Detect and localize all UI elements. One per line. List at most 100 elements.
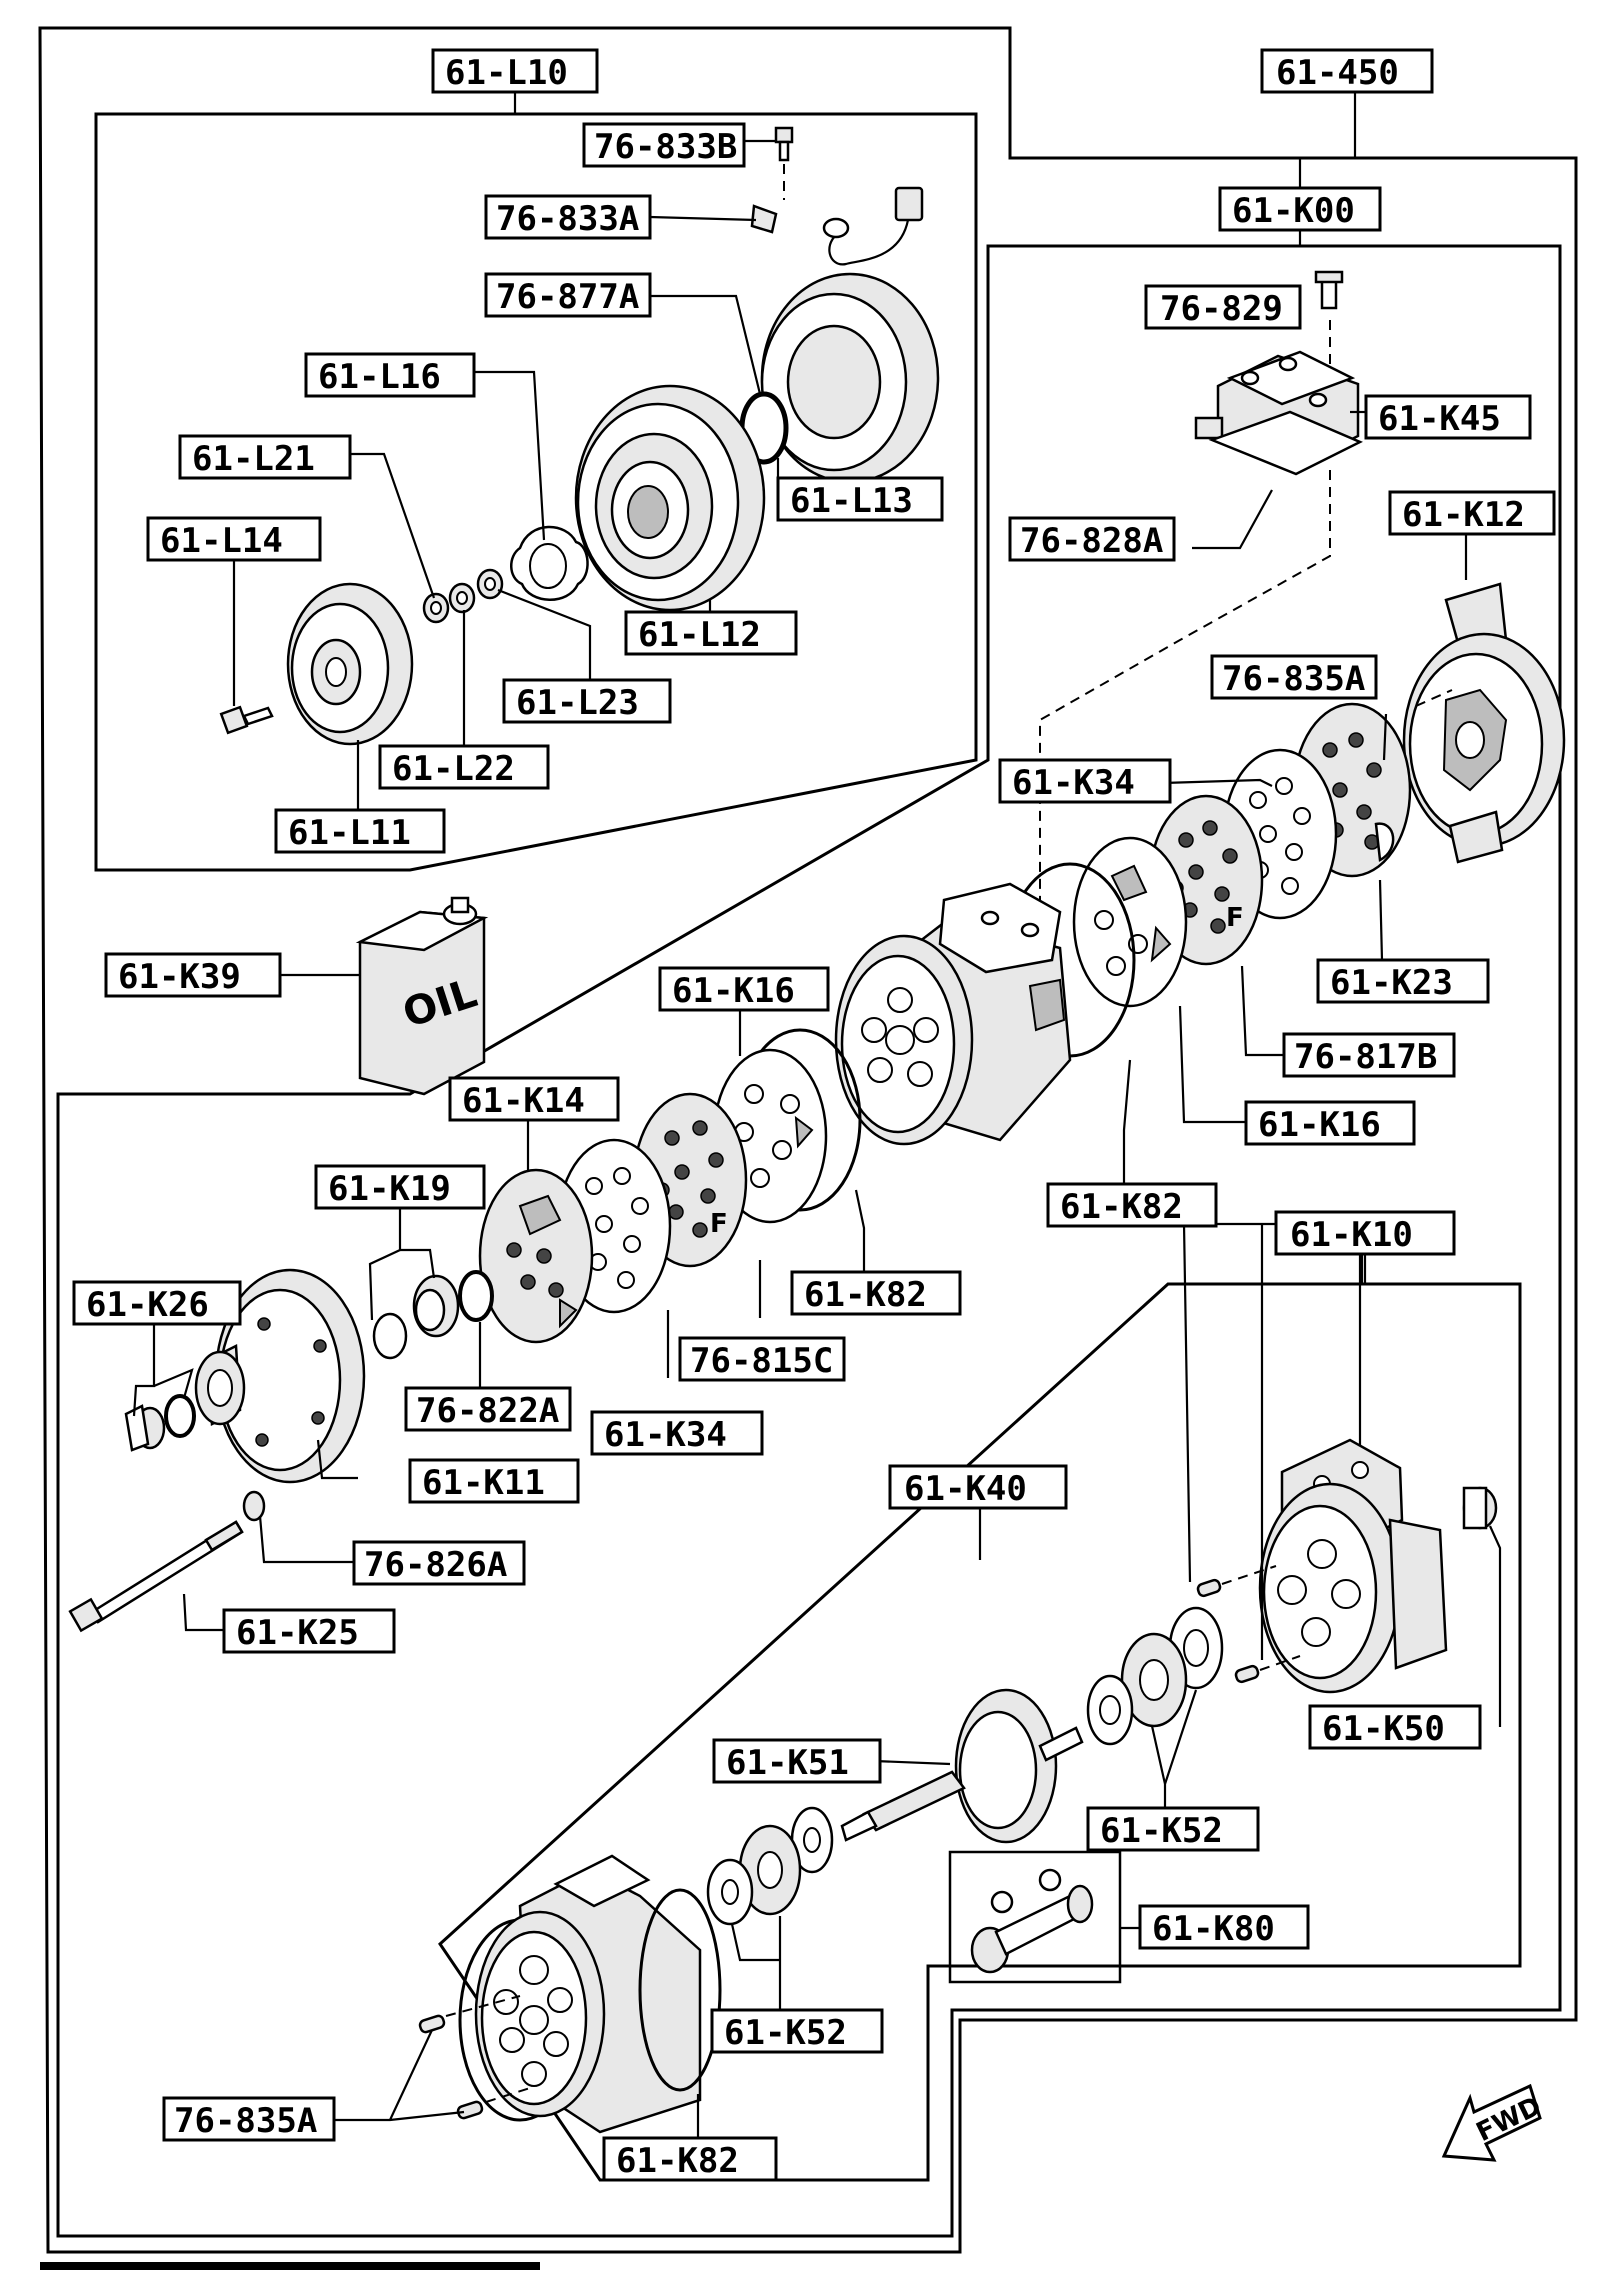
- seal-kit-61-k19: [372, 1274, 460, 1360]
- clutch-parts: [219, 126, 940, 746]
- label-61-L10: 61-L10: [431, 48, 599, 94]
- svg-text:61-K51: 61-K51: [726, 1743, 849, 1783]
- svg-text:61-K00: 61-K00: [1232, 191, 1355, 231]
- svg-text:61-K12: 61-K12: [1402, 495, 1525, 535]
- svg-text:61-K26: 61-K26: [86, 1285, 209, 1325]
- label-61-K39: 61-K39: [104, 952, 282, 998]
- frame-61-L10: [94, 112, 978, 872]
- label-61-K11: 61-K11: [408, 1458, 580, 1504]
- dowel-pins-upper: [1196, 1578, 1260, 1684]
- coil-connector: [894, 186, 924, 222]
- svg-text:76-877A: 76-877A: [496, 277, 639, 317]
- label-61-K14: 61-K14: [448, 1076, 620, 1122]
- bottom-rule: [40, 2262, 540, 2270]
- label-76-815C: 76-815C: [678, 1336, 846, 1382]
- bolt-76-833b: [774, 126, 794, 162]
- label-61-L12: 61-L12: [624, 610, 798, 656]
- label-61-K26: 61-K26: [72, 1280, 242, 1326]
- svg-text:61-K10: 61-K10: [1290, 1215, 1413, 1255]
- pulley-61-l12: [574, 384, 766, 612]
- cylinder-block-upper: [834, 882, 1072, 1146]
- label-61-K25: 61-K25: [222, 1608, 396, 1654]
- label-61-L13: 61-L13: [776, 476, 944, 522]
- svg-text:61-K82: 61-K82: [616, 2141, 739, 2181]
- label-61-K82-bot: 61-K82: [602, 2136, 778, 2182]
- seal-76-822a: [458, 1270, 494, 1322]
- label-61-450: 61-450: [1260, 48, 1434, 94]
- svg-text:61-K25: 61-K25: [236, 1613, 359, 1653]
- svg-text:61-L13: 61-L13: [790, 481, 913, 521]
- field-coil-61-l13: [760, 272, 940, 484]
- label-61-K00: 61-K00: [1218, 186, 1382, 232]
- svg-text:61-L23: 61-L23: [516, 683, 639, 723]
- label-61-K82-left: 61-K82: [790, 1270, 962, 1316]
- label-61-K82-mid: 61-K82: [1046, 1182, 1218, 1228]
- svg-text:61-K45: 61-K45: [1378, 399, 1501, 439]
- svg-text:61-K14: 61-K14: [462, 1081, 585, 1121]
- front-cylinder-lower: [458, 1854, 722, 2134]
- label-76-828A: 76-828A: [1008, 516, 1176, 562]
- label-61-L22: 61-L22: [378, 744, 550, 790]
- svg-text:61-K34: 61-K34: [604, 1415, 727, 1455]
- svg-text:76-817B: 76-817B: [1294, 1037, 1437, 1077]
- coil-harness: [828, 219, 910, 266]
- label-61-K10: 61-K10: [1274, 1210, 1456, 1256]
- svg-text:61-K16: 61-K16: [672, 971, 795, 1011]
- svg-text:61-K52: 61-K52: [724, 2013, 847, 2053]
- label-61-L23: 61-L23: [502, 678, 672, 724]
- label-61-K16-mid: 61-K16: [658, 966, 830, 1012]
- armature-61-l11: [286, 582, 414, 746]
- svg-text:76-833A: 76-833A: [496, 199, 639, 239]
- label-61-K45: 61-K45: [1364, 394, 1532, 440]
- bearing-61-k52-right: [1086, 1606, 1224, 1746]
- label-61-K19: 61-K19: [314, 1164, 486, 1210]
- svg-text:76-828A: 76-828A: [1020, 521, 1163, 561]
- label-61-L11: 61-L11: [274, 808, 446, 854]
- svg-text:76-835A: 76-835A: [1222, 659, 1365, 699]
- washer-76-826a: [242, 1490, 266, 1522]
- svg-text:61-K40: 61-K40: [904, 1469, 1027, 1509]
- svg-text:61-K52: 61-K52: [1100, 1811, 1223, 1851]
- label-61-K51: 61-K51: [712, 1738, 882, 1784]
- valve-plates-upper: F: [1004, 702, 1412, 1058]
- label-76-822A: 76-822A: [404, 1386, 572, 1432]
- fitting-61-k50: [1462, 1486, 1498, 1530]
- svg-text:61-L16: 61-L16: [318, 357, 441, 397]
- label-76-829: 76-829: [1144, 284, 1302, 330]
- svg-text:61-K23: 61-K23: [1330, 963, 1453, 1003]
- label-76-833A: 76-833A: [484, 194, 652, 240]
- label-61-L16: 61-L16: [304, 352, 476, 398]
- valve-plates-lower: F: [372, 1028, 862, 1360]
- valve-kit-61-k80: [948, 1850, 1122, 1984]
- ring-61-k26: [124, 1394, 196, 1452]
- svg-text:61-K82: 61-K82: [804, 1275, 927, 1315]
- svg-text:61-K19: 61-K19: [328, 1169, 451, 1209]
- label-76-877A: 76-877A: [484, 272, 652, 318]
- frame-61-K00: [56, 244, 1562, 2238]
- svg-text:61-K11: 61-K11: [422, 1463, 545, 1503]
- front-head-61-k11: [194, 1268, 366, 1484]
- svg-text:61-L22: 61-L22: [392, 749, 515, 789]
- label-76-835A-top: 76-835A: [1210, 654, 1378, 700]
- svg-text:76-835A: 76-835A: [174, 2101, 317, 2141]
- rear-cylinder-61-k50: [1258, 1438, 1448, 1694]
- svg-text:61-K50: 61-K50: [1322, 1709, 1445, 1749]
- svg-text:76-829: 76-829: [1160, 289, 1283, 329]
- label-76-833B: 76-833B: [582, 122, 746, 168]
- svg-text:61-K82: 61-K82: [1060, 1187, 1183, 1227]
- label-76-826A: 76-826A: [352, 1540, 526, 1586]
- frame-61-450: [38, 26, 1578, 2254]
- svg-text:76-815C: 76-815C: [690, 1341, 833, 1381]
- label-61-K12: 61-K12: [1388, 490, 1556, 536]
- fwd-arrow-icon: FWD: [1441, 2083, 1546, 2162]
- svg-text:61-K34: 61-K34: [1012, 763, 1135, 803]
- label-76-817B: 76-817B: [1282, 1032, 1456, 1078]
- label-61-K52-left: 61-K52: [710, 2008, 884, 2054]
- svg-text:61-L14: 61-L14: [160, 521, 283, 561]
- label-76-835A-bot: 76-835A: [162, 2096, 336, 2142]
- svg-text:61-450: 61-450: [1276, 53, 1399, 93]
- gasket-76-828a: [1208, 410, 1363, 476]
- plate-mark-f-lower: F: [710, 1209, 728, 1239]
- through-bolt-61-k25: [68, 1520, 244, 1633]
